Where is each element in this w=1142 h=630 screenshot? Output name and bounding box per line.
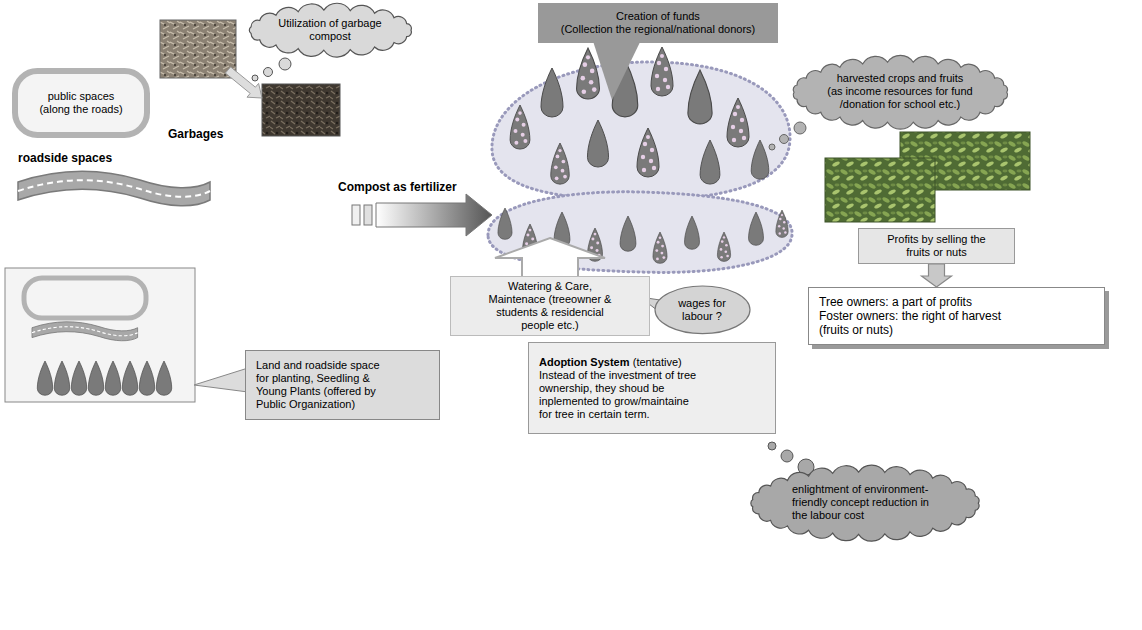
text-block: wages for labour ? [672, 297, 732, 323]
site-panel [5, 268, 195, 402]
speech-oval: wages for labour ? [654, 285, 751, 335]
thought-bubble [264, 68, 273, 77]
tree-icon [727, 98, 749, 147]
compost-photo [262, 84, 340, 136]
arrow-segment [352, 205, 360, 225]
result-box: Tree owners: a part of profitsFoster own… [808, 287, 1105, 345]
thought-bubble [769, 144, 775, 150]
tree-icon [88, 361, 103, 395]
callout-box: Land and roadside space for planting, Se… [245, 350, 440, 420]
road-band [18, 171, 210, 206]
task-box: Watering & Care, Maintenace (treeowner &… [450, 276, 650, 336]
tree-icon [105, 361, 120, 395]
road-band [32, 322, 138, 341]
cloud-shape [751, 465, 979, 541]
area-outline: public spaces (along the roads) [12, 68, 150, 138]
tree-icon [700, 140, 720, 184]
thought-bubble [794, 122, 806, 134]
cloud-shape [249, 3, 411, 57]
node-text: Creation of funds [561, 10, 755, 23]
node-text: enlightment of environment-friendly conc… [792, 483, 938, 522]
callout-pointer [194, 368, 248, 392]
caption-label: Garbages [168, 127, 223, 141]
thought-cloud: Utilization of garbage compost [242, 2, 419, 58]
tree-icon [749, 212, 764, 245]
node-text: Instead of the investment of tree owners… [539, 369, 701, 421]
flow-arrow [376, 194, 492, 236]
thought-cloud: enlightment of environment-friendly conc… [744, 464, 986, 542]
text-block: Profits by selling the fruits or nuts [882, 233, 992, 259]
tree-icon [688, 70, 712, 124]
thought-cloud: harvested crops and fruits(as income res… [786, 54, 1015, 130]
text-block: Tree owners: a part of profitsFoster own… [819, 295, 1019, 337]
thought-bubble [279, 58, 291, 70]
tree-icon [717, 232, 730, 261]
tree-icon [651, 47, 673, 96]
cloud-shape [793, 55, 1007, 129]
flow-arrow [922, 264, 952, 287]
node-text: (tentative) [633, 356, 682, 368]
text-block: Utilization of garbage compost [273, 17, 388, 43]
thought-bubble [252, 75, 258, 81]
planting-area [492, 62, 790, 200]
text-block: Creation of funds(Collection the regiona… [561, 10, 755, 36]
tree-icon [637, 128, 659, 177]
text-block: harvested crops and fruits(as income res… [824, 72, 976, 111]
tree-icon [139, 361, 154, 395]
node-text: harvested crops and fruits [824, 72, 976, 85]
caption-label: roadside spaces [18, 151, 112, 165]
text-block: enlightment of environment-friendly conc… [792, 483, 938, 522]
tree-icon [587, 120, 608, 167]
tree-icon [551, 143, 569, 184]
text-block: public spaces (along the roads) [35, 90, 127, 116]
node-text: Adoption System [539, 356, 629, 368]
tree-icon [71, 361, 86, 395]
text-block: Land and roadside space for planting, Se… [256, 359, 388, 411]
tree-icon [685, 216, 700, 249]
node-text: Utilization of garbage compost [273, 17, 388, 43]
oval-shape [655, 286, 750, 334]
node-text: Profits by selling the fruits or nuts [882, 233, 992, 259]
node-text: Tree owners: a part of profits [819, 295, 1019, 309]
tree-icon [37, 361, 52, 395]
tree-icon [54, 361, 69, 395]
process-box: Profits by selling the fruits or nuts [858, 228, 1015, 264]
arrow-segment [364, 205, 372, 225]
callout-box: Creation of funds(Collection the regiona… [538, 3, 778, 43]
tree-icon [541, 68, 563, 117]
node-text: Watering & Care, Maintenace (treeowner &… [480, 280, 620, 332]
tree-icon [776, 210, 788, 237]
thought-bubble [768, 442, 776, 450]
node-text: Land and roadside space for planting, Se… [256, 359, 388, 411]
area-outline [24, 278, 146, 318]
thought-bubble [781, 450, 793, 462]
tree-icon [498, 208, 512, 239]
caption-label: Compost as fertilizer [338, 180, 457, 194]
tree-icon [577, 48, 600, 99]
node-text: Foster owners: the right of harvest (fru… [819, 309, 1019, 337]
pill-shape [15, 71, 147, 135]
node-text: (as income resources for fund /donation … [824, 85, 976, 111]
tree-icon [653, 232, 667, 263]
fruit-tree-photo [825, 158, 935, 222]
tree-icon [156, 361, 171, 395]
callout-pointer [592, 38, 642, 100]
garbage-photo [160, 20, 236, 78]
tree-icon [620, 216, 636, 251]
node-text: public spaces (along the roads) [35, 90, 127, 116]
text-block: Watering & Care, Maintenace (treeowner &… [480, 280, 620, 332]
support-arrow [495, 238, 605, 277]
process-arrow [225, 67, 262, 98]
text-block: Adoption System (tentative)Instead of the… [539, 356, 701, 421]
tree-icon [751, 140, 769, 179]
node-text: (Collection the regional/national donors… [561, 23, 755, 36]
thought-bubble [780, 135, 789, 144]
tree-icon [122, 361, 137, 395]
node-text: wages for labour ? [672, 297, 732, 323]
tree-icon [510, 105, 530, 149]
note-box: Adoption System (tentative)Instead of the… [528, 342, 776, 434]
